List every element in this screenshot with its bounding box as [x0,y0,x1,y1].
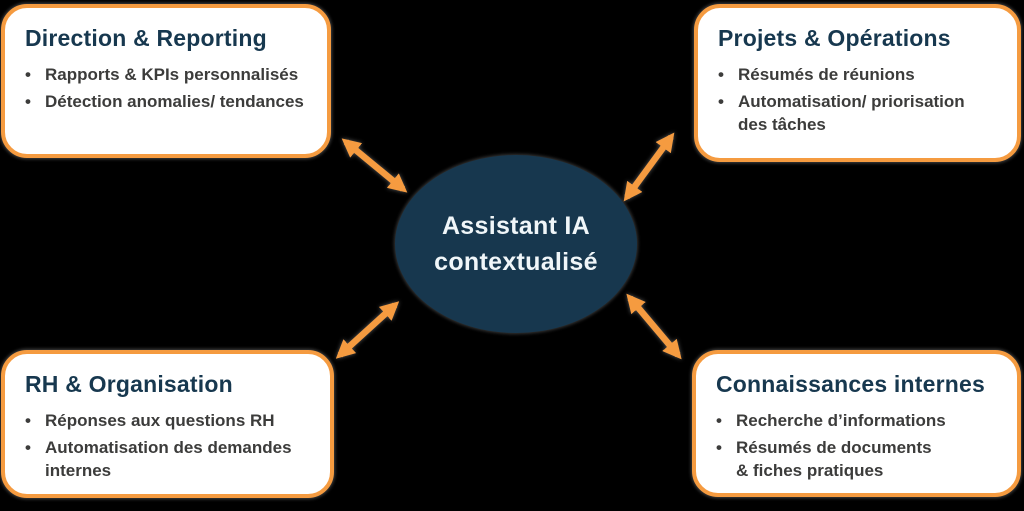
bullet-dot [25,64,45,87]
card-title: Connaissances internes [716,371,986,397]
bullet-item: Détection anomalies/ tendances [25,91,307,114]
bullet-text: Réponses aux questions RH [45,411,275,431]
bullet-list: Réponses aux questions RH Automatisation… [25,410,310,483]
bullet-text: Résumés de réunions [738,65,915,85]
bullet-dot [718,91,738,137]
card-title: RH & Organisation [25,371,233,397]
card-connaissances-internes: Connaissances internes Recherche d’infor… [692,350,1021,497]
arrow-top-left [341,138,408,193]
bullet-dot [25,410,45,433]
bullet-dot [718,64,738,87]
bullet-dot [25,437,45,483]
card-direction-reporting: Direction & Reporting Rapports & KPIs pe… [1,4,331,158]
bullet-text: Résumés de documents & fiches pratiques [736,438,932,481]
bullet-item: Résumés de documents & fiches pratiques [716,437,997,483]
bullet-dot [25,91,45,114]
bullet-list: Recherche d’informations Résumés de docu… [716,410,997,483]
center-node: Assistant IA contextualisé [395,155,637,333]
bullet-text: Recherche d’informations [736,411,946,431]
bullet-list: Rapports & KPIs personnalisés Détection … [25,64,307,114]
card-title: Direction & Reporting [25,25,267,51]
bullet-dot [716,437,736,483]
bullet-text: Automatisation/ priorisation des tâches [738,92,965,135]
bullet-text: Détection anomalies/ tendances [45,92,304,112]
arrow-top-right [623,132,675,202]
bullet-item: Résumés de réunions [718,64,997,87]
bullet-dot [716,410,736,433]
card-projets-operations: Projets & Opérations Résumés de réunions… [694,4,1021,162]
card-rh-organisation: RH & Organisation Réponses aux questions… [1,350,334,498]
bullet-list: Résumés de réunions Automatisation/ prio… [718,64,997,137]
bullet-item: Automatisation des demandes internes [25,437,310,483]
bullet-item: Recherche d’informations [716,410,997,433]
bullet-text: Rapports & KPIs personnalisés [45,65,299,85]
arrow-bottom-right [626,293,682,360]
bullet-item: Réponses aux questions RH [25,410,310,433]
arrow-bottom-left [335,301,400,359]
card-title: Projets & Opérations [718,25,951,51]
bullet-item: Automatisation/ priorisation des tâches [718,91,997,137]
center-node-label: Assistant IA contextualisé [434,211,598,276]
bullet-item: Rapports & KPIs personnalisés [25,64,307,87]
bullet-text: Automatisation des demandes internes [45,438,292,481]
